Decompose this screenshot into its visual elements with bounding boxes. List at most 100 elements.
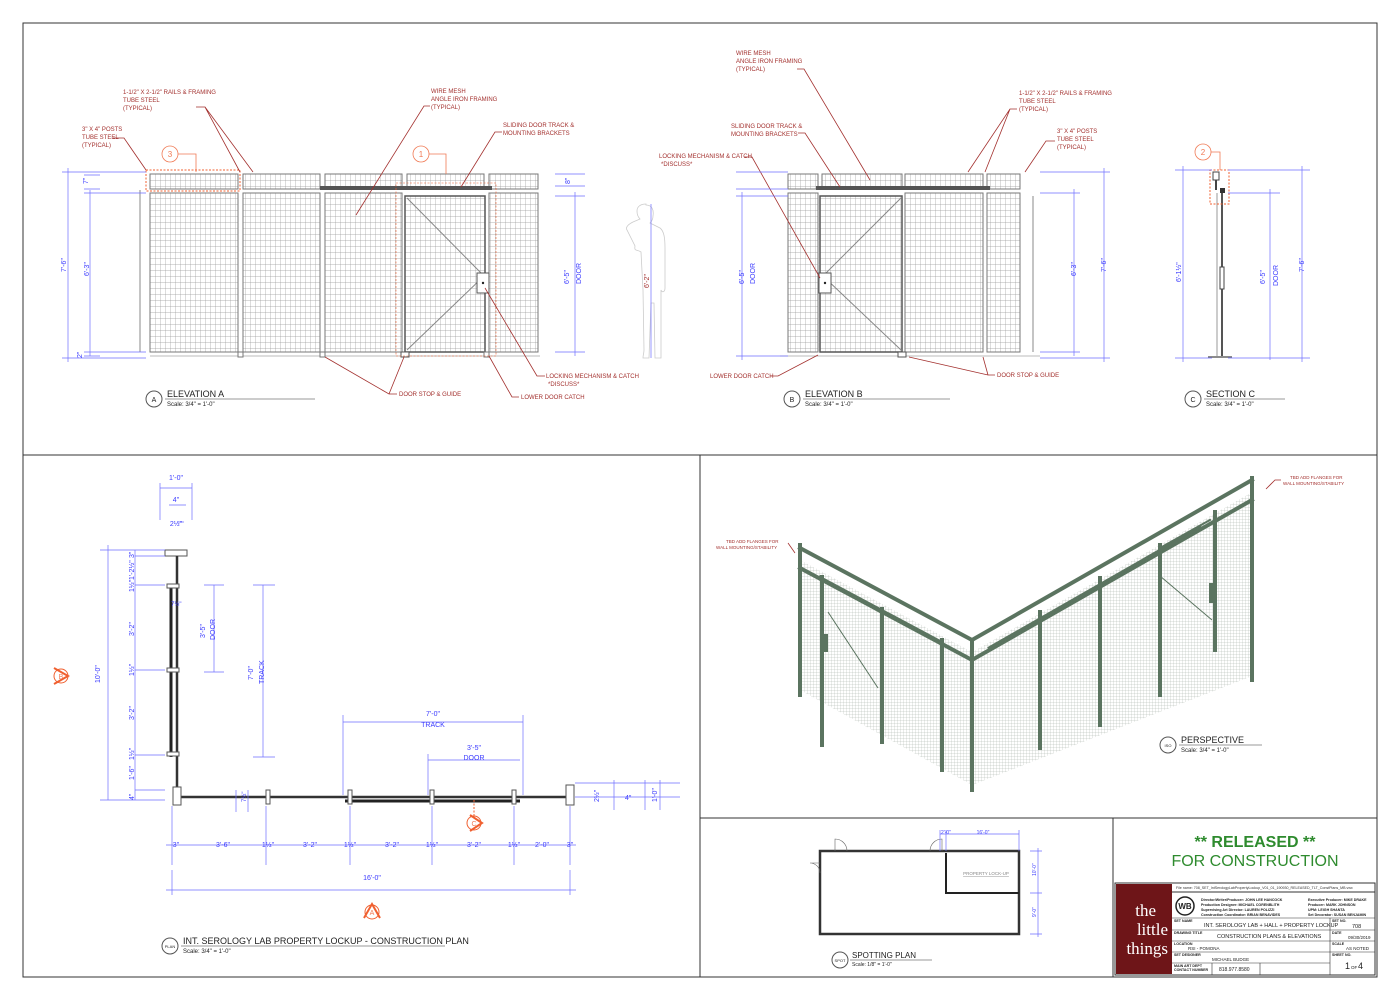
note-posts-b: 3" X 4" POSTS TUBE STEEL (TYPICAL)	[1024, 129, 1097, 173]
section-c-dims-door-text: 6'-5"	[1260, 270, 1267, 284]
plan-right-dims-0-text: 2½"	[593, 789, 601, 802]
section-marker-c[interactable]: C	[466, 800, 484, 832]
title-block-set-name-label-text: SET NAME	[1174, 919, 1193, 923]
plan-bottom-dims-7-text: 3'-2"	[467, 842, 481, 849]
figure-height-label: 6'-2"	[644, 274, 651, 288]
title-block-sheet-text: 1	[1345, 961, 1350, 971]
elevation-a-dims-base-text: 2"	[77, 351, 84, 358]
title-block-sheet-label-text: SHEET NO.	[1332, 953, 1351, 957]
spotting-plan-scale: Scale: 1/8" = 1'-0"	[852, 962, 892, 968]
elevation-b-dimensions: 6'-5" DOOR 6'-3" 7'-6"	[736, 168, 1110, 362]
elevation-b-notes-track-0-text: SLIDING DOOR TRACK &	[731, 124, 802, 130]
elevation-a-marker	[145, 390, 163, 408]
elevation-a-dims-overall-text: 7'-6"	[61, 258, 68, 272]
plan-bottom-dims-3-text: 3'-2"	[303, 842, 317, 849]
perspective-title: PERSPECTIVE	[1181, 735, 1244, 745]
elevation-b-notes-posts-0-text: 3" X 4" POSTS	[1057, 129, 1097, 135]
spotting-plan-title: SPOTTING PLAN	[852, 951, 916, 960]
perspective-notes-1-0-text: TBD ADD FLANGES FOR	[1290, 475, 1343, 480]
release-line2-text: FOR CONSTRUCTION	[1171, 853, 1338, 870]
title-block-credits-left-1-text: Production Designer: MICHAEL CORENBLITH	[1201, 903, 1280, 907]
elevation-b-fence	[780, 173, 1040, 358]
title-block-credits-left-0-text: Director/Writer/Producer: JOHN LEE HANCO…	[1201, 898, 1283, 902]
elevation-b-notes-mesh-1-text: ANGLE IRON FRAMING	[736, 59, 803, 65]
spotting-plan-dims-1-text: 16'-0"	[977, 830, 990, 836]
section-c-dimensions: 6'-1½" 6'-5" DOOR 7'-6"	[1175, 166, 1310, 362]
plan-bottom-dims-8-text: 1½"	[508, 841, 521, 849]
spotting-plan-dims-3-text: 9'-0"	[1032, 907, 1038, 917]
plan-bottom-dims-0-text: 3"	[173, 842, 180, 849]
plan-horizontal-door-track-text: 7'-0"	[426, 711, 440, 718]
title-block-sheet-total-text: 4	[1358, 961, 1363, 971]
sliding-door	[404, 195, 486, 353]
plan-top-dims-1-text: 4"	[173, 497, 180, 504]
plan-right-dims-2-text: 1'-0"	[652, 788, 659, 802]
note-flanges-left: TBD ADD FLANGES FOR WALL MOUNTING/STABIL…	[716, 539, 796, 554]
detail-tag-1-label: 1	[419, 150, 424, 159]
plan-section-markers-2-text: C	[471, 821, 476, 828]
elevation-b-notes-mesh-2-text: (TYPICAL)	[736, 67, 765, 73]
elevation-a-notes-rails-2-text: (TYPICAL)	[123, 106, 152, 112]
plan-left-dims-2-text: 1½"	[128, 579, 136, 592]
elevation-b-marker-text: B	[790, 397, 795, 404]
title-block-date-label-text: DATE	[1332, 931, 1342, 935]
note-lower-catch: LOWER DOOR CATCH	[488, 355, 585, 401]
perspective-notes-1-1-text: WALL MOUNTING/STABILITY	[1283, 481, 1344, 486]
elevation-b-dims-door-label-text: DOOR	[750, 263, 757, 284]
elevation-a-notes-rails-1-text: TUBE STEEL	[123, 98, 160, 104]
title-block-sheet-of-text: OF	[1351, 965, 1358, 970]
contact-number: 818.977.8580	[1219, 967, 1250, 973]
note-rails-b: 1-1/2" X 2-1/2" RAILS & FRAMING TUBE STE…	[967, 91, 1112, 173]
elevation-a-scale: Scale: 3/4" = 1'-0"	[167, 402, 215, 408]
title-block-contact-label-0-text: MAIN ART DEPT	[1174, 964, 1203, 968]
elevation-a-notes-posts-2-text: (TYPICAL)	[82, 143, 111, 149]
title-block-scale-label-text: SCALE	[1332, 942, 1345, 946]
construction-plan: 1'-0" 4" 2½" 3" 1'-2½" 1½" 3'-2" 1½" 3'-…	[53, 475, 680, 955]
title-block-logo-0-text: the	[1135, 901, 1156, 920]
title-block-logo-2-text: things	[1126, 939, 1168, 958]
note-lock: LOCKING MECHANISM & CATCH *DISCUSS*	[484, 287, 639, 388]
section-c-marker	[1184, 390, 1202, 408]
plan-bottom-dims-10-text: 3"	[567, 842, 574, 849]
elevation-b-notes-mesh-0-text: WIRE MESH	[736, 51, 771, 57]
elevation-b-notes-stop-text: DOOR STOP & GUIDE	[997, 373, 1059, 379]
elevation-b-notes-lock-0-text: LOCKING MECHANISM & CATCH	[659, 154, 752, 160]
plan-vertical-door-door-text: 3'-5"	[200, 624, 207, 638]
elevation-a-dims-door-text: 6'-5"	[564, 270, 571, 284]
elevation-a-notes-posts-0-text: 3" X 4" POSTS	[82, 127, 122, 133]
elevation-b-dims-door-text: 6'-5"	[739, 270, 746, 284]
plan-bottom-dims-2-text: 1½"	[262, 841, 275, 849]
release-line1-text: ** RELEASED **	[1195, 834, 1317, 851]
section-marker-b[interactable]: B	[53, 667, 71, 685]
plan-section-markers-0-text: B	[59, 674, 64, 681]
drawing-scale: AS NOTED	[1346, 946, 1370, 951]
note-posts: 3" X 4" POSTS TUBE STEEL (TYPICAL)	[82, 127, 147, 171]
plan-marker	[161, 937, 179, 955]
plan-bottom-post-text: 7½"	[241, 792, 248, 802]
elevation-a-title: ELEVATION A	[167, 389, 224, 399]
plan-dimensions: 1'-0" 4" 2½" 3" 1'-2½" 1½" 3'-2" 1½" 3'-…	[95, 475, 680, 895]
set-name: INT. SEROLOGY LAB + HALL + PROPERTY LOCK…	[1204, 923, 1339, 929]
location: RSI - POMONA	[1188, 946, 1220, 951]
title-block-designer-label-text: SET DESIGNER	[1174, 953, 1201, 957]
elevation-a-notes-track-1-text: MOUNTING BRACKETS	[503, 131, 570, 137]
section-marker-a[interactable]: A	[363, 901, 381, 920]
spotting-plan: PROPERTY LOCK-UP 2'-0" 16'-0" 10'-0" 9'-…	[809, 830, 1042, 969]
plan-left-dims-0-text: 3"	[129, 551, 136, 558]
elevation-b: WIRE MESH ANGLE IRON FRAMING (TYPICAL) S…	[659, 51, 1112, 408]
elevation-a-dims-track-text: 8"	[565, 177, 572, 184]
plan-section-markers-1-text: A	[370, 910, 375, 917]
plan-left-overall-text: 10'-0"	[95, 665, 102, 683]
elevation-a-dimensions: 7'-6" 6'-3" 7" 2" 6'-5" DOOR 8"	[61, 168, 585, 362]
elevation-b-notes-rails-1-text: TUBE STEEL	[1019, 99, 1056, 105]
property-lockup-label: PROPERTY LOCK-UP	[963, 871, 1009, 876]
plan-left-dims-6-text: 1½"	[128, 747, 136, 760]
plan-left-dims-3-text: 3'-2"	[129, 622, 136, 636]
plan-top-dims-2-text: 2½"	[170, 520, 183, 528]
title-block-credits-right-1-text: Producer: MARK JOHNSON	[1308, 903, 1356, 907]
section-c-dims-door-label-text: DOOR	[1273, 265, 1280, 286]
spotting-plan-dims-0-text: 2'-0"	[941, 830, 951, 836]
plan-horizontal-door-track-label-text: TRACK	[421, 722, 445, 729]
plan-vertical-door-track-label-text: TRACK	[259, 660, 266, 684]
elevation-b-notes-posts-1-text: TUBE STEEL	[1057, 137, 1094, 143]
